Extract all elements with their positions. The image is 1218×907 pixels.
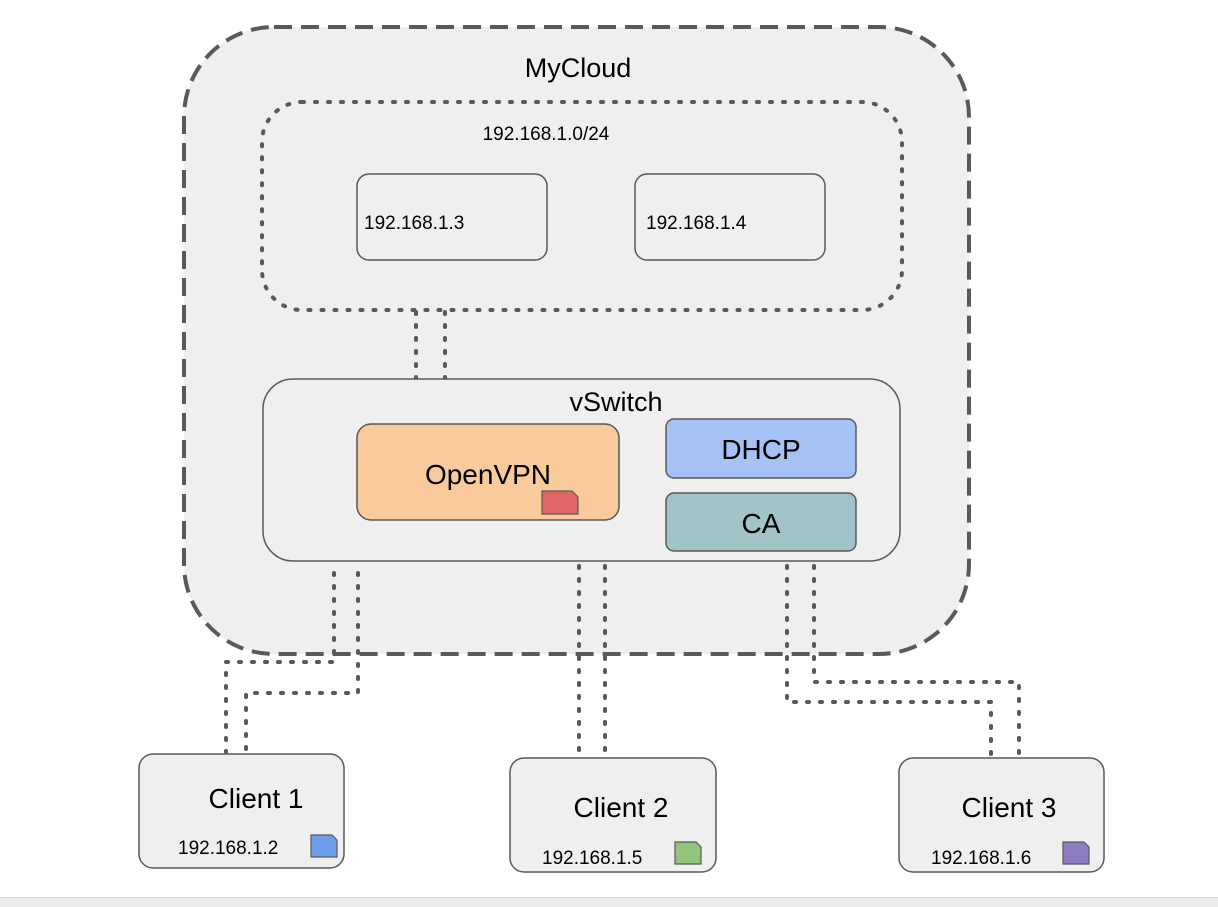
openvpn-certificate-icon — [541, 490, 579, 515]
client-box-2 — [509, 757, 717, 873]
client-ip-3: 192.168.1.6 — [931, 848, 1031, 869]
bottom-scroll-strip — [0, 897, 1218, 907]
subnet-boundary — [260, 100, 904, 312]
host-label-1: 192.168.1.3 — [364, 213, 464, 234]
client-box-3 — [898, 757, 1105, 873]
ca-label: CA — [742, 508, 781, 539]
client-box-1 — [138, 753, 345, 869]
client-name-2: Client 2 — [574, 792, 669, 823]
openvpn-label: OpenVPN — [425, 459, 551, 490]
host-label-2: 192.168.1.4 — [646, 213, 747, 234]
client-ip-1: 192.168.1.2 — [178, 838, 278, 859]
vswitch-label: vSwitch — [569, 387, 662, 417]
dhcp-label: DHCP — [721, 434, 800, 465]
link-vswitch-client-2 — [577, 564, 607, 758]
client-3-certificate-icon — [1062, 841, 1090, 865]
host-box-1 — [356, 173, 548, 261]
link-vswitch-client-3 — [785, 564, 1021, 768]
host-box-2 — [634, 173, 826, 261]
client-name-3: Client 3 — [962, 792, 1057, 823]
subnet-label: 192.168.1.0/24 — [483, 124, 610, 145]
ca-box — [665, 492, 857, 552]
cloud-title: MyCloud — [525, 53, 632, 83]
client-ip-2: 192.168.1.5 — [542, 848, 642, 869]
dhcp-box — [665, 418, 857, 479]
link-vswitch-client-1 — [224, 571, 360, 754]
client-name-1: Client 1 — [209, 783, 304, 814]
client-1-certificate-icon — [310, 834, 338, 858]
client-2-certificate-icon — [674, 841, 702, 865]
